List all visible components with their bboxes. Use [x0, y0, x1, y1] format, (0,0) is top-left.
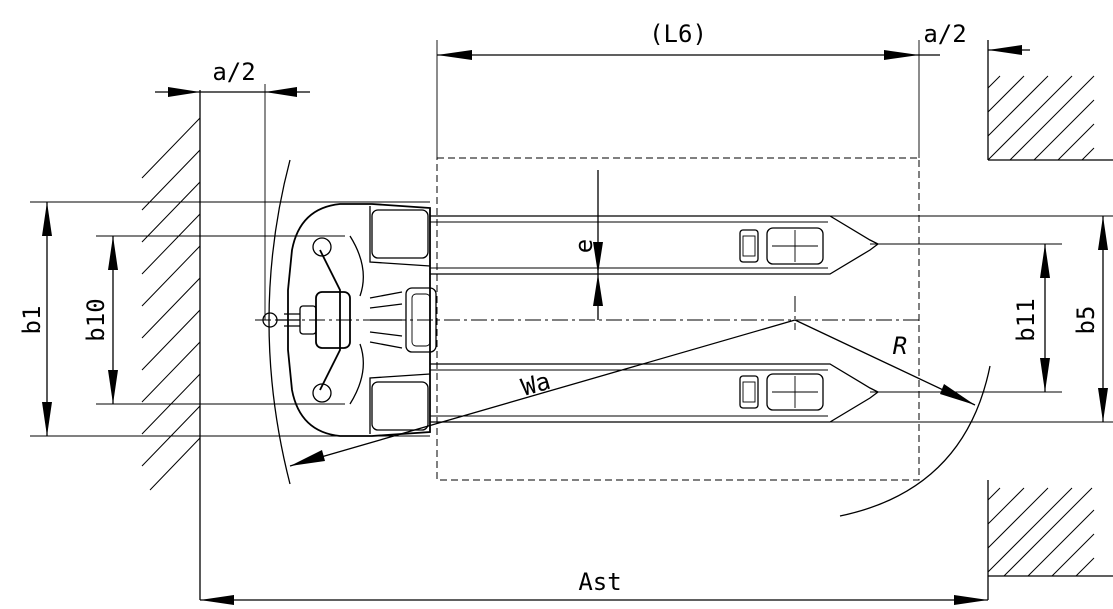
- wall-hatch-top-right: [987, 75, 1095, 161]
- wall-hatch-bottom-right: [987, 487, 1095, 577]
- dim-e-arrow-2: [593, 274, 603, 306]
- dim-b5-label: b5: [1072, 306, 1100, 335]
- dim-b1-label: b1: [18, 306, 46, 335]
- dim-Ast-arrow-right: [954, 595, 988, 605]
- truck-chassis: [262, 203, 437, 437]
- dim-e-arrow-1: [593, 242, 603, 274]
- dim-b1-arrow-top: [42, 202, 52, 236]
- dim-b11-arrow-top: [1040, 244, 1050, 278]
- dim-a-half-right-arrow: [988, 45, 1022, 55]
- dim-R-label: R: [893, 332, 907, 360]
- dim-b5-arrow-bottom: [1098, 388, 1108, 422]
- dim-Wa-label: Wa: [518, 367, 554, 402]
- dim-b11-label: b11: [1012, 298, 1040, 341]
- dim-b5-arrow-top: [1098, 216, 1108, 250]
- dim-L6-label: (L6): [649, 20, 707, 48]
- dim-a-half-left-arrow-1: [168, 87, 200, 97]
- dim-Wa-arrow: [290, 450, 325, 466]
- pallet-outline: [436, 157, 920, 481]
- wall-hatch-left: [141, 117, 201, 491]
- dim-b11-arrow-bottom: [1040, 358, 1050, 392]
- dim-L6-arrow-left: [437, 50, 472, 60]
- dim-a-half-right-label: a/2: [923, 20, 966, 48]
- dim-a-half-left-label: a/2: [212, 58, 255, 86]
- dim-Ast-arrow-left: [200, 595, 234, 605]
- dim-a-half-left-arrow-2: [265, 87, 297, 97]
- dim-b10-arrow-top: [108, 236, 118, 270]
- turning-arc-left: [268, 159, 291, 485]
- dim-Wa-line: [289, 319, 796, 467]
- dim-b10-label: b10: [82, 298, 110, 341]
- lower-fork: [430, 363, 880, 423]
- dim-R-arrow: [940, 384, 975, 405]
- dim-L6-arrow-right: [884, 50, 919, 60]
- upper-fork: [430, 215, 880, 275]
- dim-Ast-label: Ast: [578, 568, 621, 596]
- turning-arc-right: [839, 365, 991, 517]
- dim-b10-arrow-bottom: [108, 370, 118, 404]
- dim-b1-arrow-bottom: [42, 402, 52, 436]
- dim-e-label: e: [570, 239, 598, 253]
